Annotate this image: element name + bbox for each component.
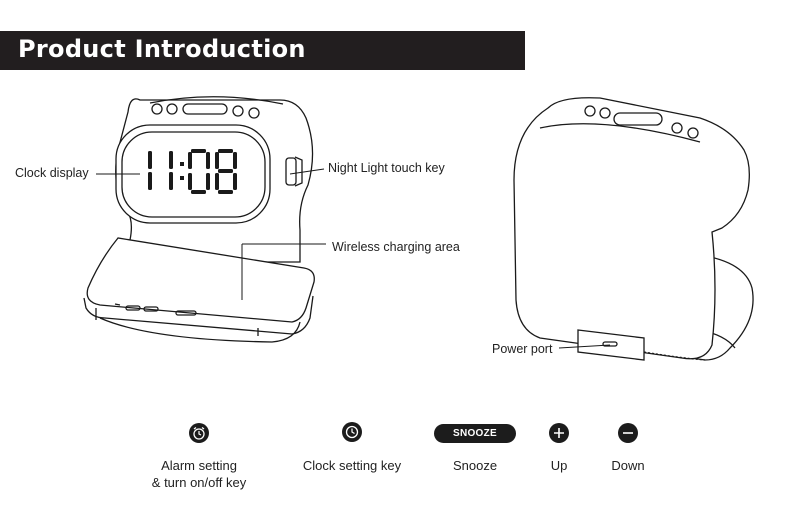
legend-alarm-label: Alarm setting & turn on/off key xyxy=(139,457,259,491)
minus-icon xyxy=(618,423,638,443)
plus-icon xyxy=(549,423,569,443)
clock-digits xyxy=(148,149,237,194)
callout-lines xyxy=(96,168,611,349)
legend-alarm-line2: & turn on/off key xyxy=(151,475,247,490)
snooze-pill: SNOOZE xyxy=(434,424,516,443)
front-view-device xyxy=(83,96,315,343)
callout-wireless-charging: Wireless charging area xyxy=(332,240,460,254)
legend-snooze-label: Snooze xyxy=(452,458,498,473)
page-title: Product Introduction xyxy=(18,35,306,63)
callout-night-light: Night Light touch key xyxy=(328,161,445,175)
legend-clock-label: Clock setting key xyxy=(302,458,402,473)
rear-view-device xyxy=(513,97,754,361)
clock-icon xyxy=(342,422,362,442)
alarm-clock-icon xyxy=(189,423,209,443)
legend-up-label: Up xyxy=(550,458,568,473)
title-banner: Product Introduction xyxy=(0,31,525,70)
callout-power-port: Power port xyxy=(492,342,553,356)
legend-alarm-line1: Alarm setting xyxy=(161,458,237,473)
callout-clock-display: Clock display xyxy=(15,166,89,180)
legend-down-label: Down xyxy=(611,458,645,473)
